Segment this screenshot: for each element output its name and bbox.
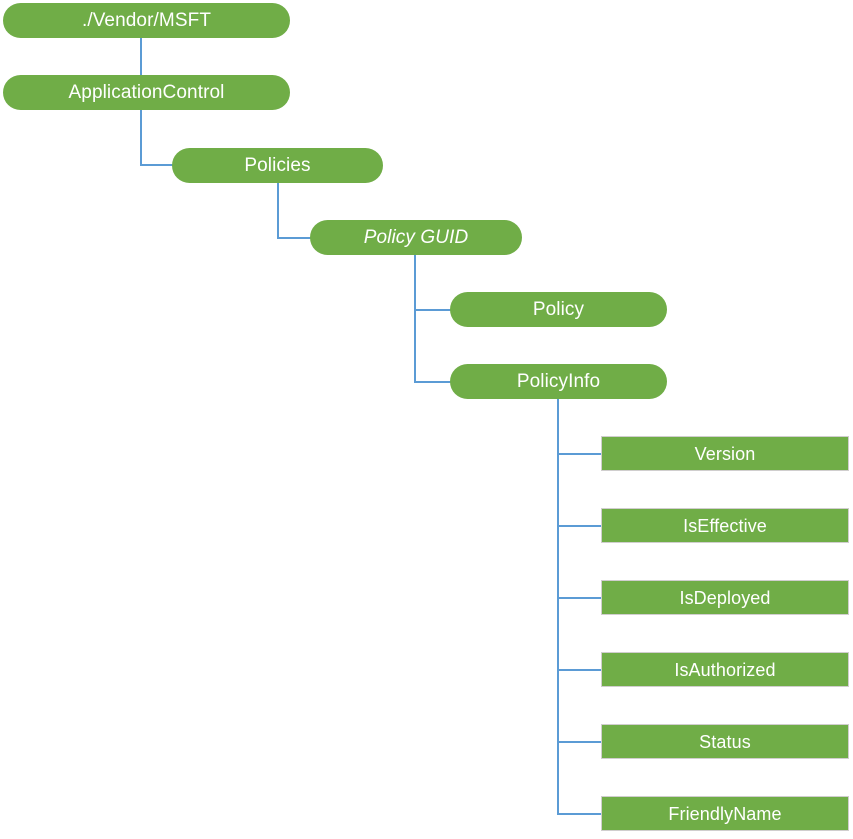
connector-policies-to-policyguid-horizontal	[277, 237, 312, 239]
node-policies[interactable]: Policies	[172, 148, 383, 183]
connector-policyinfo-to-status	[557, 741, 603, 743]
node-is-effective[interactable]: IsEffective	[601, 508, 849, 543]
node-policy-guid[interactable]: Policy GUID	[310, 220, 522, 255]
connector-policies-to-policyguid-vertical	[277, 183, 279, 239]
connector-policyinfo-trunk	[557, 399, 559, 815]
connector-policyinfo-to-version	[557, 453, 603, 455]
connector-policyguid-to-policy	[414, 309, 452, 311]
node-friendly-name[interactable]: FriendlyName	[601, 796, 849, 831]
connector-applicationcontrol-to-policies-vertical	[140, 110, 142, 166]
connector-applicationcontrol-to-policies-horizontal	[140, 164, 174, 166]
node-policy[interactable]: Policy	[450, 292, 667, 327]
connector-policyinfo-to-iseffective	[557, 525, 603, 527]
node-vendor-msft[interactable]: ./Vendor/MSFT	[3, 3, 290, 38]
connector-policyinfo-to-friendlyname	[557, 813, 603, 815]
connector-policyguid-to-policyinfo	[414, 381, 452, 383]
node-is-deployed[interactable]: IsDeployed	[601, 580, 849, 615]
node-version[interactable]: Version	[601, 436, 849, 471]
connector-policyguid-trunk	[414, 255, 416, 383]
node-status[interactable]: Status	[601, 724, 849, 759]
node-application-control[interactable]: ApplicationControl	[3, 75, 290, 110]
node-policy-info[interactable]: PolicyInfo	[450, 364, 667, 399]
connector-policyinfo-to-isauthorized	[557, 669, 603, 671]
connector-policyinfo-to-isdeployed	[557, 597, 603, 599]
connector-vendor-to-applicationcontrol	[140, 38, 142, 75]
node-is-authorized[interactable]: IsAuthorized	[601, 652, 849, 687]
